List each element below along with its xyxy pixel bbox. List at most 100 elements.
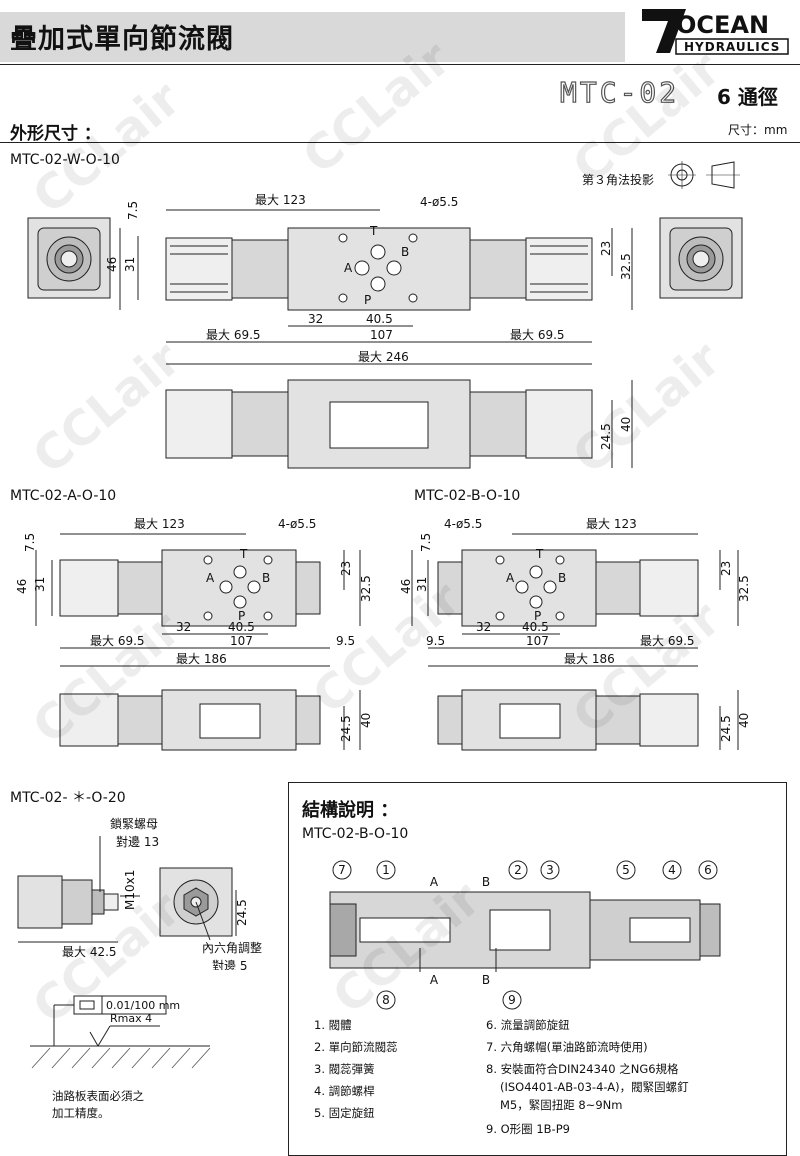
w-dim-31: 31 [123,257,137,272]
drawing-star: 鎖緊螺母 對邊 13 M10x1 最大 42.5 24.5 內六角調整 對邊 5 [17,816,262,970]
flatness-label: 0.01/100 mm [106,999,180,1012]
callout-7: 7 [338,863,346,877]
model-number: MTC-02 [559,75,680,109]
callout-1: 1 [382,863,390,877]
svg-text:46: 46 [400,579,413,594]
b-dim-max123: 最大 123 [586,517,637,531]
flats13-label: 對邊 13 [116,835,159,849]
brand-logo: OCEAN HYDRAULICS [640,5,790,57]
svg-text:46: 46 [15,579,29,594]
flats5-label: 對邊 5 [212,959,247,970]
title-bar [0,12,625,62]
svg-text:32: 32 [476,620,491,634]
m10-label: M10x1 [123,870,137,910]
callout-2: 2 [514,863,522,877]
section-title: 外形尺寸 ： [10,124,101,144]
svg-text:32: 32 [176,620,191,634]
callout-3: 3 [546,863,554,877]
structure-model: MTC-02-B-O-10 [302,826,409,842]
w-dim-40-5: 40.5 [366,312,393,326]
hex-adjust-label: 內六角調整 [202,940,262,955]
callout-9: 9 [508,993,516,1007]
svg-text:40: 40 [737,713,751,728]
divider-top [0,64,800,65]
b-port-b: B [558,571,566,585]
part-2: 2. 單向節流閥蕊 [314,1040,398,1054]
w-dim-max69-left: 最大 69.5 [206,328,261,342]
svg-text:23: 23 [339,561,353,576]
projection-label: 第３角法投影 [582,173,655,187]
section-port-a-top: A [430,875,439,889]
a-port-a: A [206,571,215,585]
star-dim-max42: 最大 42.5 [62,945,117,959]
a-port-t: T [239,547,248,561]
b-port-p: P [534,609,541,623]
unit-label: 尺寸：mm [728,123,788,137]
w-port-a: A [344,261,353,275]
a-dim-9-5: 9.5 [336,634,355,648]
logo-text: OCEAN [676,11,769,39]
part-3: 3. 閥蕊彈簧 [314,1062,375,1076]
bore-size: 6 通徑 [717,85,778,109]
part-1: 1. 閥體 [314,1018,352,1032]
svg-text:7.5: 7.5 [419,533,433,552]
callout-4: 4 [668,863,676,877]
drawing-label-w: MTC-02-W-O-10 [10,152,120,168]
surface-finish-diagram: 0.01/100 mm Rmax 4 [30,995,211,1069]
star-dim-24-5: 24.5 [235,899,249,926]
part-8-cont2: M5，緊固扭距 8~9Nm [500,1098,623,1112]
w-dim-32-5: 32.5 [619,253,633,280]
a-dim-max69: 最大 69.5 [90,634,145,648]
w-port-t: T [369,224,378,238]
callout-8: 8 [382,993,390,1007]
section-port-a-bottom: A [430,973,439,987]
drawing-label-b: MTC-02-B-O-10 [414,488,521,504]
b-dim-holes: 4-ø5.5 [444,517,482,531]
svg-text:40.5: 40.5 [228,620,255,634]
section-view: 7 1 2 3 5 4 6 8 9 A B A B [329,860,721,1010]
part-6: 6. 流量調節旋鈕 [486,1018,570,1032]
b-port-t: T [535,547,544,561]
drawing-a: 最大 123 4-ø5.5 7.5 46 31 23 32.5 32 40.5 … [15,517,373,751]
w-dim-max246: 最大 246 [358,350,409,364]
svg-text:31: 31 [33,577,47,592]
b-dim-9-5: 9.5 [426,634,445,648]
drawing-b: 最大 123 4-ø5.5 7.5 46 31 23 32.5 32 40.5 … [400,517,751,751]
svg-text:7.5: 7.5 [23,533,37,552]
drawing-label-star: MTC-02- ＊-O-20 [10,790,126,806]
w-dim-32: 32 [308,312,323,326]
part-8-cont1: (ISO4401-AB-03-4-A)，閥緊固螺釘 [500,1080,689,1094]
b-port-a: A [506,571,515,585]
svg-text:40: 40 [359,713,373,728]
a-dim-holes: 4-ø5.5 [278,517,316,531]
part-8: 8. 安裝面符合DIN24340 之NG6規格 [486,1062,679,1076]
structure-title: 結構說明 ： [302,800,399,821]
part-4: 4. 調節螺桿 [314,1084,375,1098]
drawing-label-a: MTC-02-A-O-10 [10,488,117,504]
a-dim-107: 107 [230,634,253,648]
svg-text:31: 31 [415,577,429,592]
part-9: 9. O形圈 1B-P9 [486,1122,570,1136]
page-title: 疊加式單向節流閥 [10,24,234,55]
b-dim-max186: 最大 186 [564,652,615,666]
svg-text:23: 23 [719,561,733,576]
callout-5: 5 [622,863,630,877]
a-dim-max123: 最大 123 [134,517,185,531]
callout-6: 6 [704,863,712,877]
part-7: 7. 六角螺帽(單油路節流時使用) [486,1040,648,1054]
w-port-p: P [364,293,371,307]
w-dim-40: 40 [619,417,633,432]
w-dim-107: 107 [370,328,393,342]
a-port-p: P [238,609,245,623]
svg-text:24.5: 24.5 [339,715,353,742]
w-dim-max123: 最大 123 [255,193,306,207]
rmax-label: Rmax 4 [110,1012,152,1025]
w-dim-23: 23 [599,241,613,256]
w-port-b: B [401,245,409,259]
drawing-w: 最大 123 4-ø5.5 7.5 46 31 23 32.5 32 40.5 … [27,193,743,469]
divider-section [0,142,800,143]
surface-note-line2: 加工精度。 [52,1106,110,1120]
logo-sub: HYDRAULICS [684,40,780,54]
structure-panel [288,782,787,1156]
section-port-b-top: B [482,875,490,889]
